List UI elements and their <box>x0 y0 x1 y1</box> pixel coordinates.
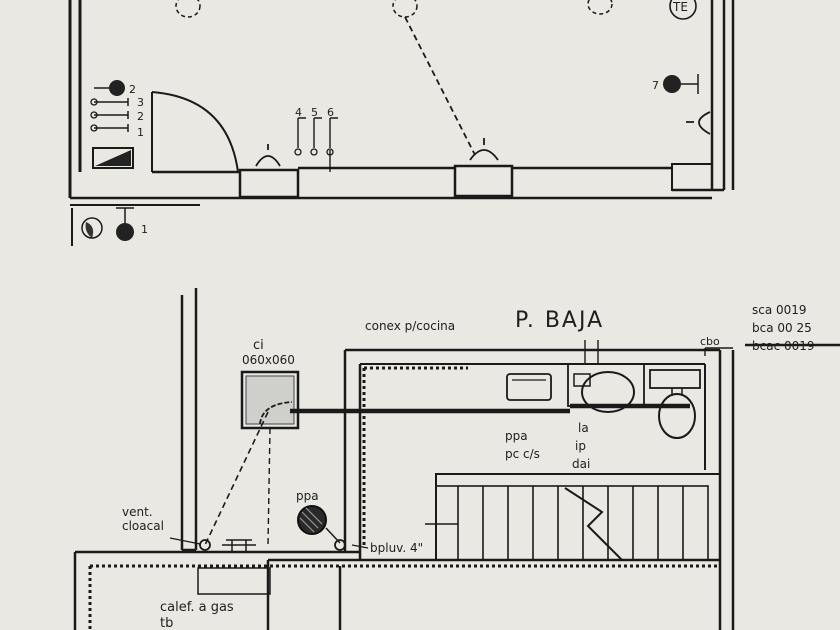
door-swing <box>151 91 239 173</box>
te-label: TE <box>672 0 688 14</box>
upper-exterior-wall-mark <box>70 204 200 246</box>
vent-circle <box>199 539 211 551</box>
electric-panel <box>92 147 134 169</box>
point-7-line <box>681 74 699 94</box>
point-7-label: 7 <box>652 79 659 92</box>
point-1-line <box>116 207 134 223</box>
pipe-spec-bcac: bcac 0019 <box>752 339 815 353</box>
ceiling-light-3 <box>587 0 613 15</box>
point-7-dot <box>663 75 681 93</box>
inspection-chamber-arc <box>259 401 293 425</box>
vent-label-line2: cloacal <box>122 519 164 533</box>
fixture-code-dai: dai <box>572 457 590 471</box>
downpipe-circle <box>334 539 346 551</box>
toilet-bowl <box>658 393 696 439</box>
toilet-tank <box>649 369 701 389</box>
toilet-connector <box>671 388 683 396</box>
switch-number-2b: 2 <box>137 110 144 123</box>
downpipe-pointer <box>351 544 369 549</box>
vent-pointer <box>169 537 201 545</box>
meter-symbol-fill <box>85 222 94 238</box>
bidet-fixture <box>506 373 552 401</box>
outlet-number-6: 6 <box>327 106 334 119</box>
fixture-code-la: la <box>578 421 589 435</box>
washbasin-bowl <box>581 371 635 413</box>
lower-wall-left-column <box>180 288 198 552</box>
pipe-spec-sca: sca 0019 <box>752 303 807 317</box>
insulation-dotted-bottom <box>88 564 720 630</box>
ppa-center-label: ppa <box>505 429 528 443</box>
outlet-circle-4 <box>294 148 302 156</box>
upper-wall-bottom <box>70 166 724 200</box>
outlet-number-5: 5 <box>311 106 318 119</box>
ppa-left-hatch <box>299 507 323 533</box>
grill-symbol <box>222 539 256 552</box>
kitchen-connection-label: conex p/cocina <box>365 319 455 333</box>
staircase-frame <box>435 473 721 561</box>
staircase-treads <box>457 486 684 560</box>
lower-floor-plan: ci 060x060 vent. cloacal ppa bpluv. 4" c… <box>73 288 840 630</box>
upper-floor-plan: TE 2 3 2 1 4 5 6 7 1 <box>68 0 735 246</box>
dashed-pipe-ppa <box>267 427 271 546</box>
staircase-inner <box>435 485 709 561</box>
outlet-symbol-left <box>255 144 281 167</box>
heater-label-line2: tb <box>160 616 173 630</box>
wiring-dashed-line <box>404 16 476 156</box>
upper-wall-left <box>68 0 82 198</box>
upper-wall-right <box>710 0 735 190</box>
pc-cs-label: pc c/s <box>505 447 540 461</box>
switch-lines <box>94 87 129 132</box>
inspection-chamber-size: 060x060 <box>242 353 295 367</box>
ppa-left-label: ppa <box>296 489 319 503</box>
electric-panel-fill <box>95 150 131 166</box>
window-left <box>238 168 300 199</box>
point-1-dot <box>116 223 134 241</box>
plan-title: P. BAJA <box>515 308 604 333</box>
window-right <box>671 163 713 191</box>
outlet-symbol-right <box>686 111 711 135</box>
switch-dot-2 <box>109 80 125 96</box>
switch-circle-2 <box>90 111 98 119</box>
outlet-circle-6 <box>326 148 334 156</box>
outlet-circle-5 <box>310 148 318 156</box>
downpipe-label: bpluv. 4" <box>370 541 423 555</box>
switch-number-3: 3 <box>137 96 144 109</box>
switch-circle-1 <box>90 124 98 132</box>
vent-label-line1: vent. <box>122 505 153 519</box>
washbasin-tap <box>573 373 591 387</box>
staircase-break-line <box>564 487 623 561</box>
te-circle <box>669 0 697 20</box>
switch-number-1: 1 <box>137 126 144 139</box>
staircase <box>425 473 721 561</box>
outlet-symbol-center <box>469 138 499 161</box>
window-center <box>453 164 514 198</box>
ppa-left-circle <box>297 505 327 535</box>
lower-wall-inner-top <box>360 363 721 490</box>
point-1-label: 1 <box>141 223 148 236</box>
switch-number-2a: 2 <box>129 83 136 96</box>
dashed-pipe-vent <box>204 411 269 546</box>
inspection-chamber-hatch <box>245 375 295 425</box>
fixture-code-ip: ip <box>575 439 586 453</box>
lower-wall-outer <box>343 343 840 630</box>
cbo-label: cbo <box>700 335 720 348</box>
ceiling-light-1 <box>175 0 201 18</box>
inspection-chamber-label: ci <box>253 338 264 353</box>
heater-box <box>197 567 271 595</box>
outlet-number-4: 4 <box>295 106 302 119</box>
pipe-spec-bca: bca 00 25 <box>752 321 812 335</box>
washbasin-cabinet <box>567 363 645 407</box>
heater-label-line1: calef. a gas <box>160 600 234 615</box>
outlet-group-lines <box>297 117 338 172</box>
switch-circle-3 <box>90 98 98 106</box>
ceiling-light-2 <box>392 0 418 18</box>
fixture-feed-lines <box>584 340 706 364</box>
